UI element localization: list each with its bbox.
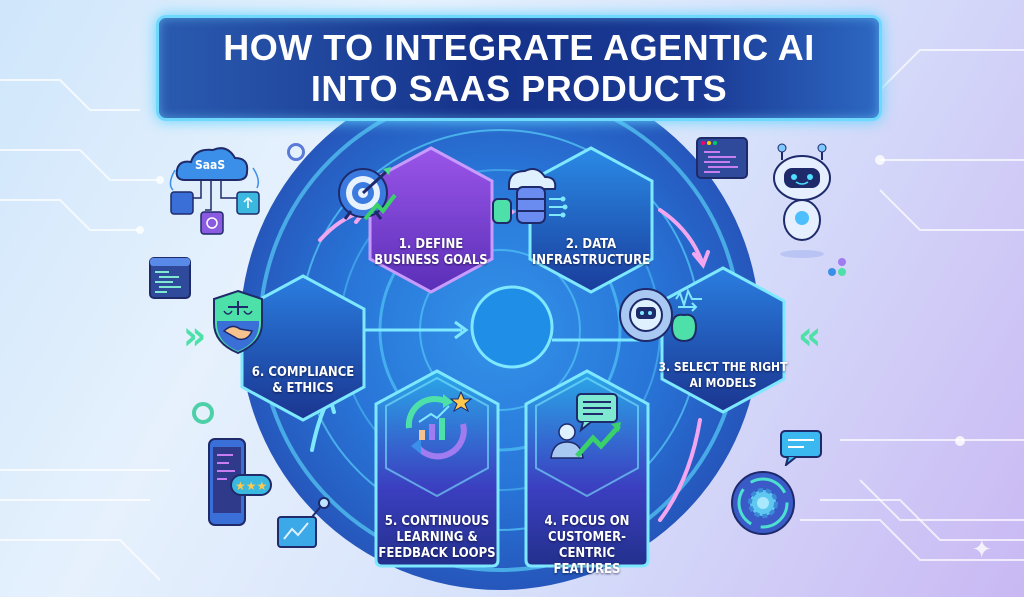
- code-window-icon: [149, 257, 191, 299]
- step-4-label: 4. FOCUS ON CUSTOMER-CENTRIC FEATURES: [544, 514, 630, 577]
- robot-gear-brain-icon: [619, 288, 702, 343]
- ring-decoration: [287, 143, 305, 161]
- ring-decoration: [192, 402, 214, 424]
- user-chat-growth-icon: [550, 393, 621, 459]
- phone-rating-icon: ★★★: [208, 438, 272, 526]
- title-line-2: INTO SAAS PRODUCTS: [310, 68, 728, 109]
- title-line-1: HOW TO INTEGRATE AGENTIC AI: [223, 27, 815, 68]
- shield-scales-handshake-icon: [213, 289, 263, 355]
- step-4-customer-centric-features: 4. FOCUS ON CUSTOMER-CENTRIC FEATURES: [522, 368, 652, 577]
- gear-badge-icon: [731, 471, 795, 535]
- saas-cloud-diagram: SaaS: [165, 140, 285, 250]
- robot-assistant-icon: [773, 143, 831, 258]
- dot-decoration: [838, 268, 846, 276]
- target-arrow-growth-icon: [338, 167, 397, 221]
- chevrons-right-icon: »: [183, 313, 207, 359]
- code-window-icon: [696, 137, 748, 179]
- step-2-data-infrastructure: 2. DATA INFRASTRUCTURE: [492, 145, 656, 295]
- cycle-chart-star-icon: [405, 390, 473, 460]
- analytics-chart-icon: [277, 497, 330, 548]
- step-6-label: 6. COMPLIANCE & ETHICS: [251, 365, 355, 396]
- step-1-define-business-goals: 1. DEFINE BUSINESS GOALS: [338, 145, 496, 295]
- step-2-label: 2. DATA INFRASTRUCTURE: [531, 237, 651, 268]
- svg-text:★★★: ★★★: [235, 479, 267, 493]
- dot-decoration: [828, 268, 836, 276]
- step-6-compliance-ethics: 6. COMPLIANCE & ETHICS: [213, 273, 368, 423]
- saas-label: SaaS: [195, 158, 226, 172]
- sparkle-icon: ✦: [972, 535, 992, 565]
- title-banner: HOW TO INTEGRATE AGENTIC AI INTO SAAS PR…: [156, 15, 882, 121]
- chat-bubble-icon: [780, 430, 822, 466]
- step-3-select-right-ai-models: 3. SELECT THE RIGHT AI MODELS: [619, 265, 788, 415]
- step-3-label: 3. SELECT THE RIGHT AI MODELS: [658, 360, 788, 390]
- step-5-label: 5. CONTINUOUS LEARNING & FEEDBACK LOOPS: [378, 514, 496, 561]
- saas-cloud-network-icon: [169, 147, 260, 235]
- step-1-label: 1. DEFINE BUSINESS GOALS: [374, 237, 488, 268]
- cloud-database-icon: [492, 168, 568, 224]
- dot-decoration: [838, 258, 846, 266]
- step-5-continuous-learning: 5. CONTINUOUS LEARNING & FEEDBACK LOOPS: [372, 368, 502, 568]
- chevrons-left-icon: «: [798, 313, 822, 359]
